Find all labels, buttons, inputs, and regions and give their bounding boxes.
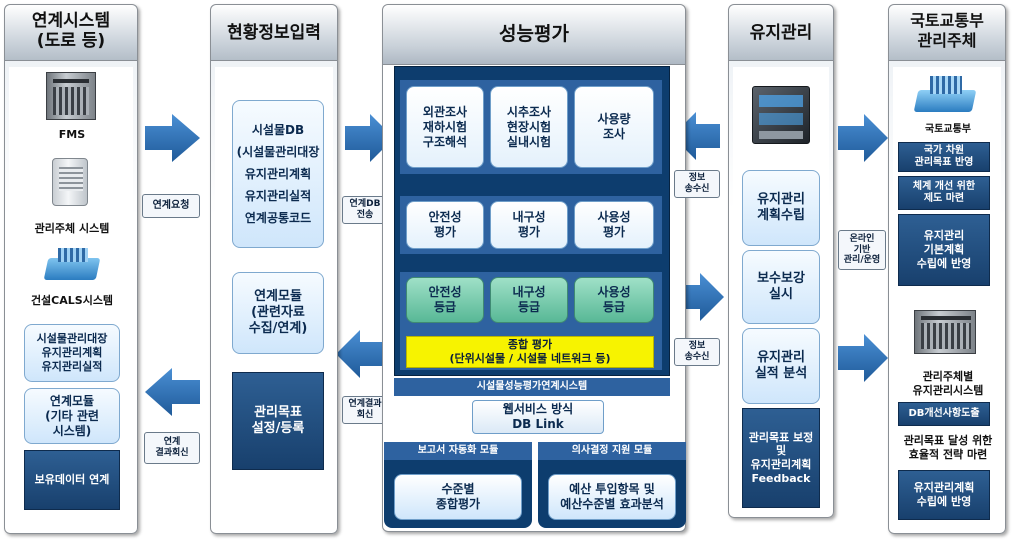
ministry-label: 국토교통부 [925, 124, 971, 135]
server-icon [46, 72, 96, 120]
arrow-left-icon [336, 330, 384, 378]
total-eval-box: 종합 평가(단위시설물 / 시설물 네트워크 등) [406, 336, 654, 368]
owner-system-label: 관리주체 시스템 [34, 222, 110, 235]
fms-label: FMS [58, 128, 86, 141]
owner-system-label: 관리주체별 유지관리시스템 [912, 370, 984, 397]
server-icon [914, 310, 976, 354]
arrow-right-icon [838, 114, 888, 162]
building-icon [42, 248, 102, 282]
building-icon [912, 76, 978, 114]
link-system-bar: 시설물성능평가연계시스템 [394, 378, 670, 396]
arrow-left-icon [145, 368, 200, 416]
performance-eval-title: 성능평가 [383, 5, 685, 65]
request-note: 연계요청 [142, 194, 200, 218]
link-module-box: 연계모듈 (관련자료 수집/연계) [232, 272, 324, 354]
arrow-right-icon [145, 114, 200, 162]
report-module-header: 보고서 자동화 모듈 [384, 442, 532, 460]
cals-label: 건설CALS시스템 [30, 294, 114, 307]
decision-module-header: 의사결정 지원 모듈 [538, 442, 686, 460]
arrow-right-icon [345, 114, 394, 162]
ministry-title: 국토교통부 관리주체 [889, 5, 1005, 61]
link-module-box: 연계모듈 (기타 관련 시스템) [24, 388, 120, 444]
target-setting-box: 관리목표 설정/등록 [232, 372, 324, 470]
arrow-right-icon [676, 273, 724, 321]
facility-db-box: 시설물DB (시설물관리대장 유지관리계획 유지관리실적 연계공통코드 [232, 100, 324, 248]
db-improve-box: DB개선사항도출 [898, 402, 990, 426]
hold-data-box: 보유데이터 연계 [24, 450, 120, 510]
result-return-note: 연계결과 회신 [342, 396, 388, 424]
ledger-box: 시설물관리대장 유지관리계획 유지관리실적 [24, 324, 120, 382]
maintenance-title: 유지관리 [729, 5, 833, 61]
strategy-label: 관리목표 달성 위한 효율적 전략 마련 [903, 434, 993, 461]
db-transfer-note: 연계DB 전송 [342, 196, 388, 224]
server-rack-icon [752, 86, 810, 144]
return-note: 연계 결과회신 [144, 432, 200, 464]
linked-systems-title: 연계시스템 (도로 등) [5, 5, 137, 61]
computer-icon [52, 158, 88, 206]
arrow-right-icon [838, 334, 888, 382]
status-input-title: 현황정보입력 [211, 5, 337, 61]
